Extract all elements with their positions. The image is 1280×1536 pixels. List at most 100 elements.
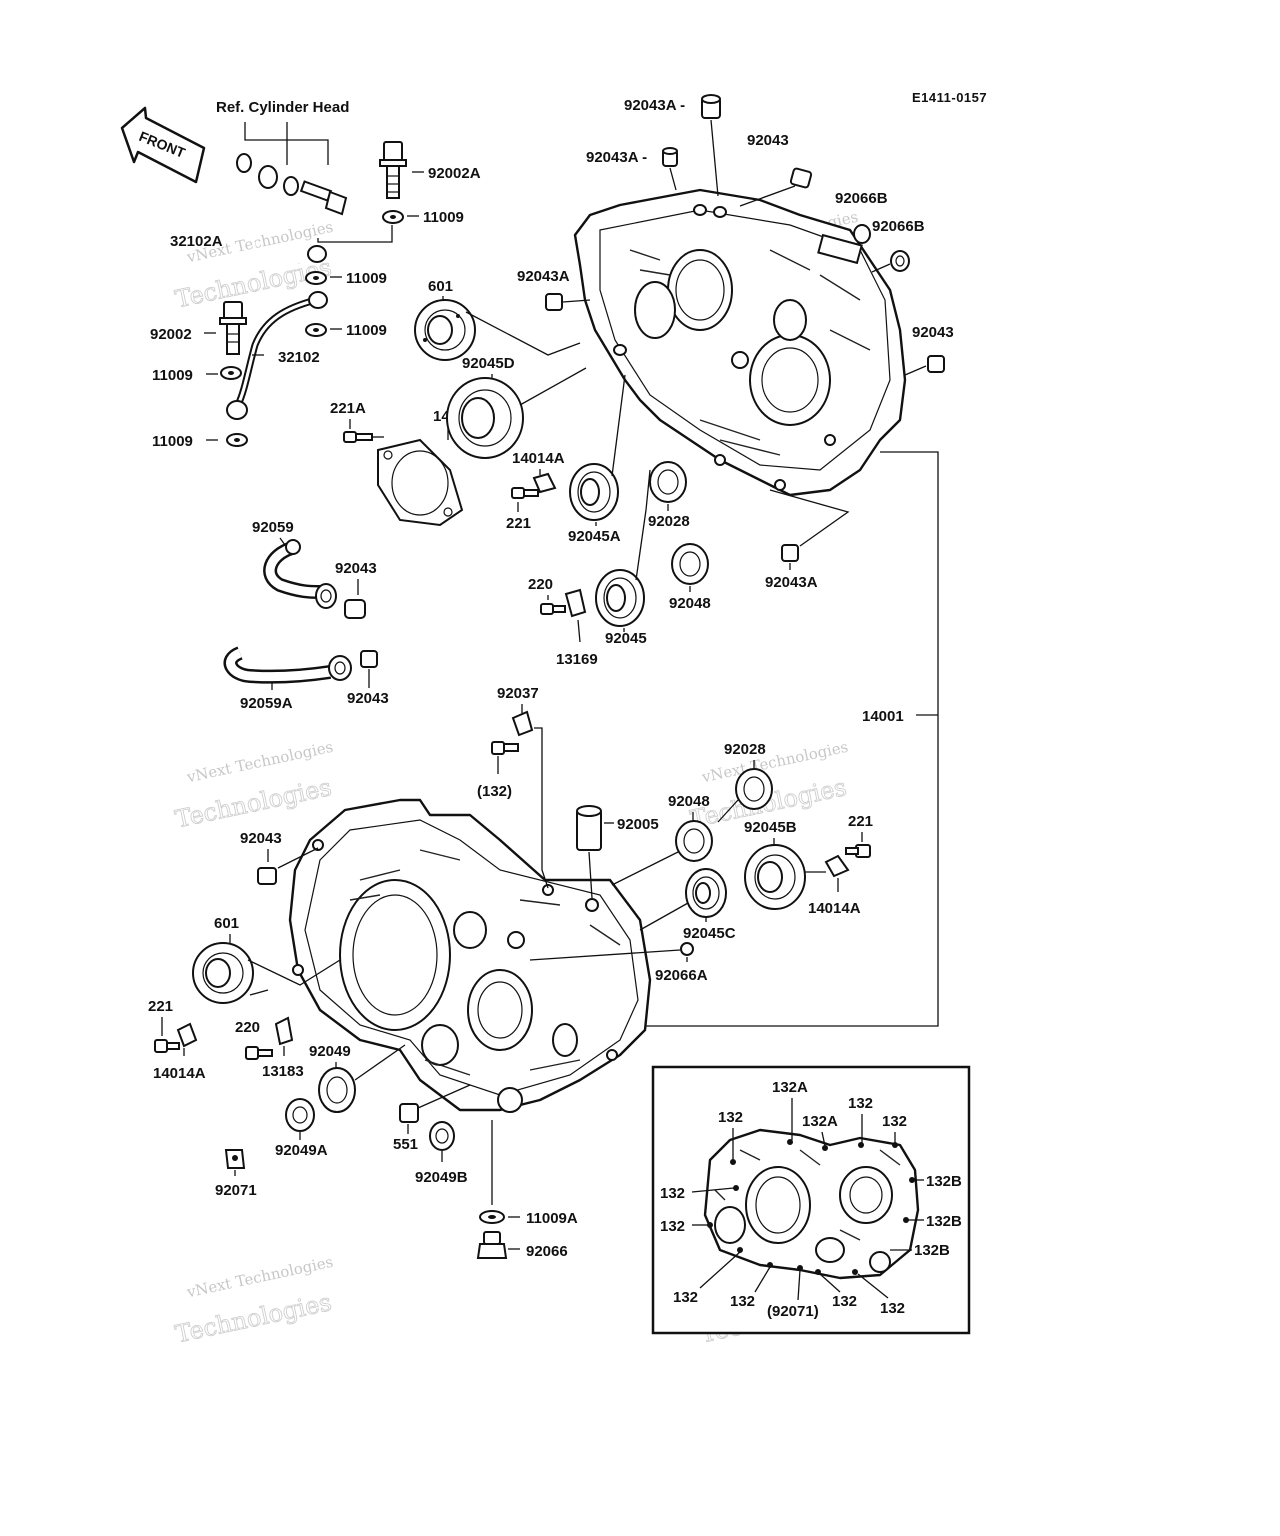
label-92045D: 92045D [462,355,515,372]
screw-221-r [845,844,871,858]
inset-label-132-6: 132 [673,1289,698,1306]
label-221-r: 221 [848,813,873,830]
label-92059: 92059 [252,519,294,536]
label-92048-mid: 92048 [668,793,710,810]
dowel-92043-m2 [360,650,378,668]
dowel-92043A-c [545,293,563,311]
screw-221A [343,431,373,443]
inset-label-132-9: 132 [880,1300,905,1317]
washer-part [236,153,252,173]
label-601-top: 601 [428,278,453,295]
screw-221 [511,487,539,499]
plug-92066B [853,224,871,244]
label-221-l: 221 [148,998,173,1015]
label-92043A-d: 92043A [765,574,818,591]
label-551: 551 [393,1136,418,1153]
label-92045C: 92045C [683,925,736,942]
label-11009-d: 11009 [152,367,193,384]
screw-220-l [245,1046,273,1060]
upper-crankcase-14001 [573,188,907,497]
label-13169: 13169 [556,651,598,668]
label-92059A: 92059A [240,695,293,712]
label-14001: 14001 [862,708,904,725]
label-11009-c: 11009 [346,322,387,339]
screw-221-l [154,1039,180,1053]
label-92043-l: 92043 [240,830,282,847]
label-13183: 13183 [262,1063,304,1080]
banjo-bolt-part [299,180,348,216]
pipe-eye [308,291,328,309]
inset-label-132-8: 132 [832,1293,857,1310]
plug-92066A [680,942,694,956]
bolt-92002 [219,301,247,355]
ref-cylinder-head-label: Ref. Cylinder Head [216,99,349,116]
drain-plug-92066 [476,1231,508,1259]
label-32102A: 32102A [170,233,223,250]
dowel-551 [399,1103,419,1123]
plate-13183 [274,1016,294,1046]
label-92043A-a: 92043A - [624,97,685,114]
bolt-location-inset [651,1065,971,1335]
label-32102: 32102 [278,349,320,366]
watermark-mid-left: vNext Technologies Technologies [172,738,334,834]
plate-13169 [564,588,587,618]
label-92028-mid: 92028 [724,741,766,758]
label-11009A: 11009A [526,1210,578,1227]
gasket-14014 [377,438,464,527]
lower-crankcase-14001 [288,798,652,1113]
label-92037: 92037 [497,685,539,702]
bearing-92045 [595,569,645,627]
dowel-92043A-d [781,544,799,562]
seal-92049 [318,1067,356,1113]
plate-14014A-r [824,854,850,878]
inset-label-132-3: 132 [882,1113,907,1130]
dowel-92005 [576,805,602,851]
label-92043A-c: 92043A [517,268,570,285]
label-92045: 92045 [605,630,647,647]
inset-label-132-7: 132 [730,1293,755,1310]
label-92043A-b: 92043A - [586,149,647,166]
inset-label-132B-1: 132B [926,1173,962,1190]
dowel-92043-top [789,167,813,189]
label-92071: 92071 [215,1182,257,1199]
label-14014A-r: 14014A [808,900,861,917]
clip-92071 [224,1149,246,1169]
label-92045B: 92045B [744,819,797,836]
pipe-eye [307,245,327,263]
label-92043-top: 92043 [747,132,789,149]
inset-label-132A-1: 132A [772,1079,808,1096]
inset-label-132B-2: 132B [926,1213,962,1230]
label-92049A: 92049A [275,1142,328,1159]
watermark-bottom-left: vNext Technologies Technologies [172,1253,334,1349]
inset-label-132-1: 132 [718,1109,743,1126]
label-14014A-l: 14014A [153,1065,206,1082]
label-601-l: 601 [214,915,239,932]
label-92002A: 92002A [428,165,481,182]
pipe-eye [258,165,278,189]
bearing-92045D [446,377,524,459]
label-92066B-2: 92066B [872,218,925,235]
label-220-top: 220 [528,576,553,593]
label-92066: 92066 [526,1243,568,1260]
dowel-92043A-2 [662,147,678,167]
dowel-92043-l [257,867,277,885]
dowel-92043-m1 [344,599,366,619]
label-92049: 92049 [309,1043,351,1060]
dowel-92043-r [927,355,945,373]
bearing-601-top [414,299,476,361]
label-92048-top: 92048 [669,595,711,612]
label-92043-m2: 92043 [347,690,389,707]
seal-92049B [429,1121,455,1151]
bearing-92045B [744,844,806,910]
washer-part [283,176,299,196]
plate-14014A [532,472,557,494]
label-11009-a: 11009 [423,209,464,226]
inset-label-132-2: 132 [848,1095,873,1112]
bearing-601-l [192,942,254,1004]
label-132-paren: (132) [477,783,512,800]
label-92049B: 92049B [415,1169,468,1186]
fitting-92059 [315,583,337,609]
inset-label-132-4: 132 [660,1185,685,1202]
bolt-132-paren [491,741,519,755]
screw-220-top [540,603,566,615]
